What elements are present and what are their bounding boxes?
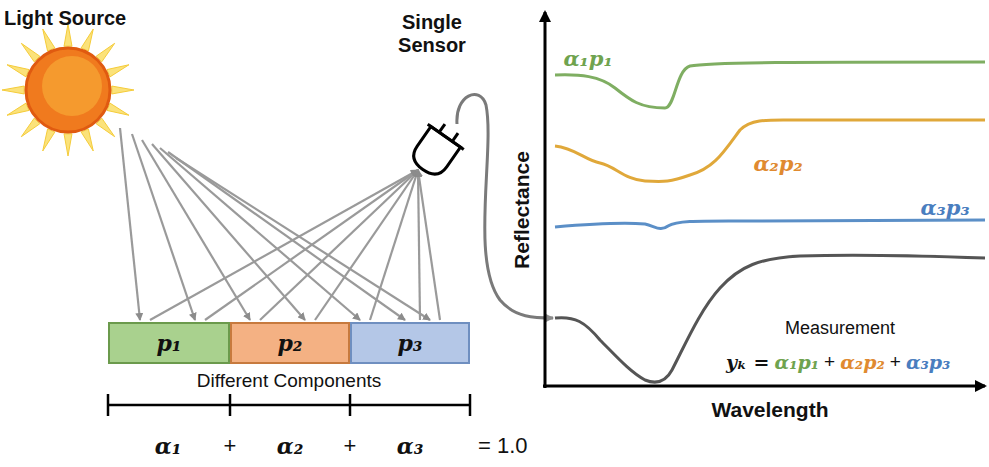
sun-ray xyxy=(81,29,93,51)
sun-ray xyxy=(7,65,29,77)
sun-ray xyxy=(96,118,114,136)
title-label: Light Source xyxy=(4,7,126,30)
sum-scale xyxy=(108,394,470,416)
light-beam xyxy=(120,128,140,320)
component-box: p₂ xyxy=(230,322,350,364)
reflected-beam xyxy=(418,170,420,320)
spectrum-curve xyxy=(555,62,985,108)
operator: + xyxy=(344,433,357,459)
component-box: p₃ xyxy=(350,322,470,364)
sun-ray xyxy=(43,29,55,51)
sun-ray xyxy=(96,43,114,61)
weight-label: α₁ xyxy=(155,433,182,459)
x-axis xyxy=(543,385,985,388)
sun-ray xyxy=(81,129,93,151)
sun-ray xyxy=(112,86,134,94)
light-beam xyxy=(132,134,195,320)
sun-ray xyxy=(21,43,39,61)
light-beam xyxy=(160,148,360,320)
weight-label: α₃ xyxy=(397,433,424,459)
reflected-beam xyxy=(315,170,418,320)
light-beam xyxy=(168,152,405,320)
component-label: p₁ xyxy=(156,330,181,356)
component-label: p₂ xyxy=(277,330,302,356)
curve-label: α₂p₂ xyxy=(753,151,802,176)
title-label: Single Sensor xyxy=(392,11,472,57)
sun-ray xyxy=(7,103,29,115)
equation-part: α₁p₁ xyxy=(775,351,820,373)
curve-label: α₃p₃ xyxy=(920,195,969,220)
operator: + xyxy=(224,433,237,459)
caption-label: Different Components xyxy=(197,370,381,392)
light-beam xyxy=(176,158,430,320)
sun xyxy=(26,48,110,132)
sun-ray xyxy=(21,118,39,136)
equation-part: α₃p₃ xyxy=(906,351,951,373)
sensor-icon xyxy=(405,116,470,182)
sun-ray xyxy=(107,65,129,77)
light-beams xyxy=(120,128,440,320)
weight-label: α₂ xyxy=(277,433,304,459)
reflected-beam xyxy=(418,170,440,320)
spectrum-curve xyxy=(555,220,985,229)
sun-ray xyxy=(64,134,72,156)
y-axis xyxy=(544,12,547,388)
sun-ray xyxy=(43,129,55,151)
curve-label: α₁p₁ xyxy=(563,46,612,71)
operator: + xyxy=(890,351,901,373)
axis-label: Wavelength xyxy=(711,398,828,422)
sun-core xyxy=(42,56,102,116)
equation-part: yₖ = xyxy=(726,351,770,373)
component-box: p₁ xyxy=(108,322,230,364)
operator: + xyxy=(824,351,835,373)
sun-ray xyxy=(2,86,24,94)
operator: = 1.0 xyxy=(478,433,528,459)
curve-label: Measurement xyxy=(785,318,895,339)
spectrum-curve xyxy=(555,120,985,182)
sensor-cable xyxy=(457,95,553,318)
sun-rays xyxy=(2,24,134,156)
light-beam xyxy=(142,140,250,320)
measurement-curve xyxy=(555,255,985,382)
sun-ray xyxy=(107,103,129,115)
component-label: p₃ xyxy=(397,330,422,356)
axis-label: Reflectance xyxy=(510,151,534,269)
equation-part: α₂p₂ xyxy=(840,351,885,373)
